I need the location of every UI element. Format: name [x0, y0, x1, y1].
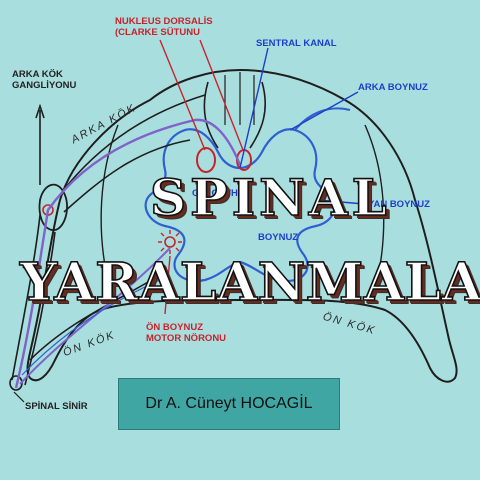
dorsal-median-septum-right [249, 81, 266, 149]
nucleus-leader-line [159, 39, 206, 151]
label-ventral-horn: ÖN BOYNUZ MOTOR NÖRONU [146, 322, 227, 344]
author-box: Dr A. Cüneyt HOCAGİL [118, 378, 340, 430]
white-matter-line-right [364, 124, 385, 291]
ventral-root [29, 271, 166, 361]
dorsal-root-ganglion [38, 183, 68, 231]
dorsal-root-bottom [63, 139, 191, 213]
label-lateral-horn: YAN BOYNUZ [368, 199, 430, 210]
spinal-nerve-trunk-right [24, 231, 56, 386]
nucleus-leader-line-2 [199, 39, 244, 151]
nucleus-dorsalis-left [196, 147, 216, 173]
title-line-2: YARALANMALAR [19, 251, 480, 314]
spinal-nerve-leader [13, 391, 25, 403]
dorsal-root-top [61, 94, 206, 193]
ventral-root-blue [21, 279, 161, 376]
dorsal-horn-leader [289, 91, 359, 131]
author-name: Dr A. Cüneyt HOCAGİL [145, 395, 313, 412]
label-gray-matter: GRİ CEVHER [192, 188, 252, 199]
central-canal-leader [239, 47, 269, 169]
title-line-1: SPINAL [149, 167, 391, 228]
spinal-cord-outline [26, 68, 458, 383]
label-spinal-nerve: SPİNAL SİNİR [25, 401, 88, 412]
dorsal-median-septum [203, 81, 219, 149]
lateral-horn-leader [317, 199, 365, 205]
spinal-nerve-trunk-left [11, 214, 41, 381]
sensory-pathway [14, 118, 242, 389]
motor-neuron-icon [158, 230, 182, 254]
label-nucleus-dorsalis: NUKLEUS DORSALİS (CLARKE SÜTUNU [115, 16, 213, 38]
ventral-horn-leader [164, 255, 171, 315]
motor-pathway [19, 247, 171, 385]
gray-matter-butterfly [144, 128, 336, 283]
label-dorsal-horn: ARKA BOYNUZ [358, 82, 428, 93]
ganglion-pointer-arrow [35, 103, 45, 185]
label-horn: BOYNUZ [258, 232, 299, 243]
label-central-canal: SENTRAL KANAL [256, 38, 337, 49]
dorsal-column-lines [224, 72, 255, 125]
label-dorsal-root-ganglion: ARKA KÖK GANGLİYONU [12, 69, 77, 91]
